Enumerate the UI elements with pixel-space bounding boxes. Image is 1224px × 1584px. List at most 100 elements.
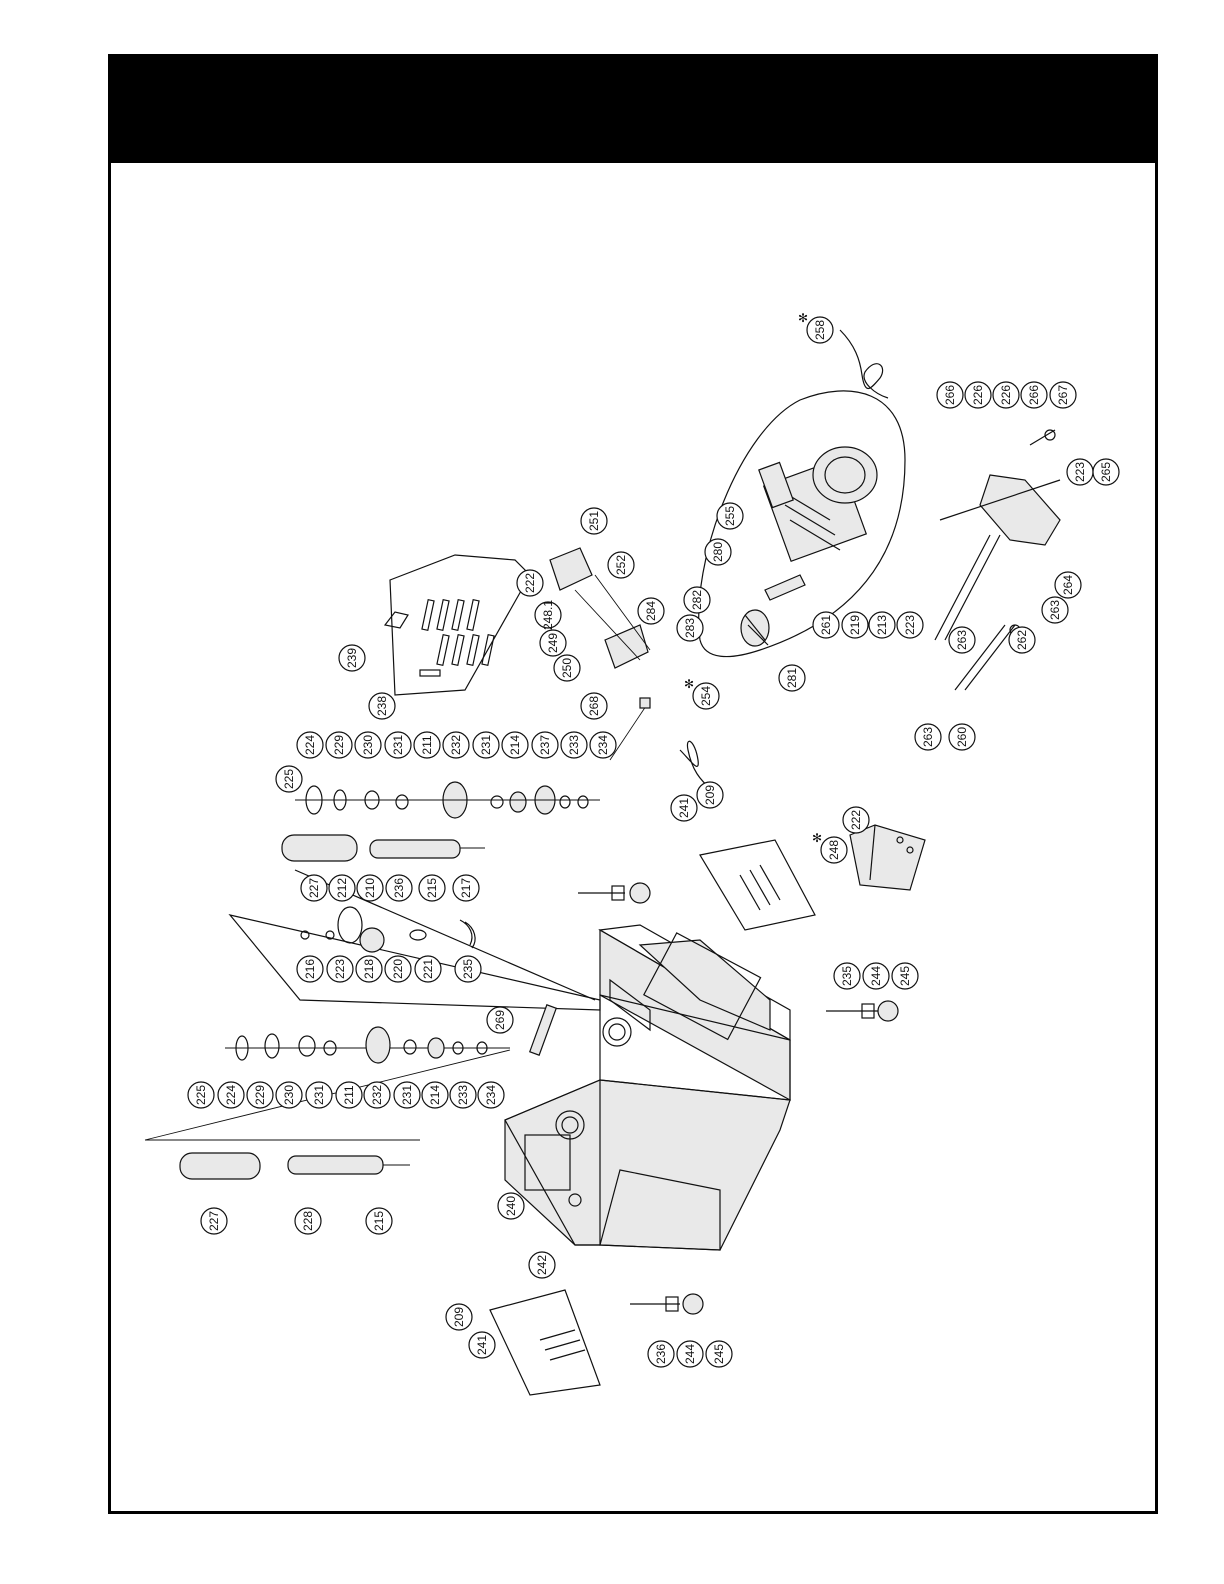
callout-label: 266	[1027, 385, 1041, 405]
callout-label: 268	[587, 696, 601, 716]
part-callout-231: 231	[305, 1081, 333, 1109]
part-callout-209: 209	[445, 1303, 473, 1331]
part-callout-267: 267	[1049, 381, 1077, 409]
callout-label: 242	[535, 1255, 549, 1275]
callout-label: 281	[785, 668, 799, 688]
callout-circle	[275, 765, 303, 793]
callout-label: 248.1	[541, 600, 555, 630]
callout-label: 232	[370, 1085, 384, 1105]
callout-label: 221	[421, 959, 435, 979]
part-callout-269: 269	[486, 1006, 514, 1034]
callout-circle	[676, 1340, 704, 1368]
part-callout-236: 236	[647, 1340, 675, 1368]
part-callout-254: 254✻	[684, 677, 720, 710]
callout-label: 215	[425, 878, 439, 898]
part-callout-234: 234	[477, 1081, 505, 1109]
callout-label: 263	[921, 727, 935, 747]
callout-circle	[528, 1251, 556, 1279]
callout-circle	[1054, 571, 1082, 599]
part-callout-225: 225	[187, 1081, 215, 1109]
callout-circle	[326, 955, 354, 983]
part-callout-235: 235	[454, 955, 482, 983]
lower-shaft-assembly	[144, 1026, 511, 1180]
part-callout-224: 224	[296, 731, 324, 759]
callout-label: 222	[523, 573, 537, 593]
callout-label: 236	[392, 878, 406, 898]
callout-label: 269	[493, 1010, 507, 1030]
callout-label: 223	[1073, 462, 1087, 482]
callout-label: 241	[677, 798, 691, 818]
callout-circle	[914, 723, 942, 751]
callout-circle	[580, 507, 608, 535]
callout-circle	[325, 731, 353, 759]
part-callout-250: 250	[553, 654, 581, 682]
part-callout-241: 241	[468, 1331, 496, 1359]
callout-circle	[534, 601, 562, 629]
callout-circle	[589, 731, 617, 759]
callout-label: 230	[282, 1085, 296, 1105]
callout-circle	[246, 1081, 274, 1109]
callout-circle	[539, 629, 567, 657]
callout-label: 258	[813, 320, 827, 340]
part-callout-230: 230	[275, 1081, 303, 1109]
callout-circle	[501, 731, 529, 759]
part-callout-239: 239	[338, 644, 366, 672]
callout-label: 261	[819, 615, 833, 635]
callout-circle	[992, 381, 1020, 409]
callout-circle	[1020, 381, 1048, 409]
part-callout-215: 215	[418, 874, 446, 902]
callout-circle	[531, 731, 559, 759]
callout-label: 222	[849, 810, 863, 830]
part-callout-266: 266	[1020, 381, 1048, 409]
part-callout-211: 211	[413, 731, 441, 759]
part-callout-229: 229	[246, 1081, 274, 1109]
part-callout-227: 227	[200, 1207, 228, 1235]
callout-circle	[516, 569, 544, 597]
part-callout-245: 245	[705, 1340, 733, 1368]
callout-circle	[468, 1331, 496, 1359]
callout-label: 284	[644, 601, 658, 621]
part-callout-218: 218	[355, 955, 383, 983]
callout-label: 214	[428, 1085, 442, 1105]
callout-circle	[452, 874, 480, 902]
callout-circle	[384, 731, 412, 759]
callout-circle	[670, 794, 698, 822]
side-panel-lower	[489, 1289, 601, 1396]
callout-circle	[328, 874, 356, 902]
callout-label: 237	[538, 735, 552, 755]
callout-label: 262	[1015, 630, 1029, 650]
callout-circle	[778, 664, 806, 692]
callout-label: 260	[955, 727, 969, 747]
callout-label: 209	[703, 785, 717, 805]
callout-circle	[1049, 381, 1077, 409]
callout-label: 280	[711, 542, 725, 562]
callout-circle	[553, 654, 581, 682]
callout-circle	[948, 723, 976, 751]
callout-circle	[414, 955, 442, 983]
part-callout-228: 228	[294, 1207, 322, 1235]
callout-circle	[472, 731, 500, 759]
callout-circle	[1008, 626, 1036, 654]
part-callout-237: 237	[531, 731, 559, 759]
part-callout-284: 284	[637, 597, 665, 625]
key-parts	[383, 611, 651, 1056]
callout-label: 227	[207, 1211, 221, 1231]
part-callout-231: 231	[384, 731, 412, 759]
callout-circle	[368, 692, 396, 720]
electrical-box	[849, 824, 926, 891]
part-callout-241: 241	[670, 794, 698, 822]
callout-label: 236	[654, 1344, 668, 1364]
callout-label: 234	[596, 735, 610, 755]
part-callout-234: 234	[589, 731, 617, 759]
part-callout-220: 220	[384, 955, 412, 983]
callout-circle	[296, 731, 324, 759]
callout-circle	[305, 1081, 333, 1109]
callout-circle	[442, 731, 470, 759]
callout-circle	[300, 874, 328, 902]
part-callout-223: 223	[1066, 458, 1094, 486]
callout-label: 219	[848, 615, 862, 635]
callout-circle	[200, 1207, 228, 1235]
part-callout-233: 233	[560, 731, 588, 759]
callout-circle	[486, 1006, 514, 1034]
